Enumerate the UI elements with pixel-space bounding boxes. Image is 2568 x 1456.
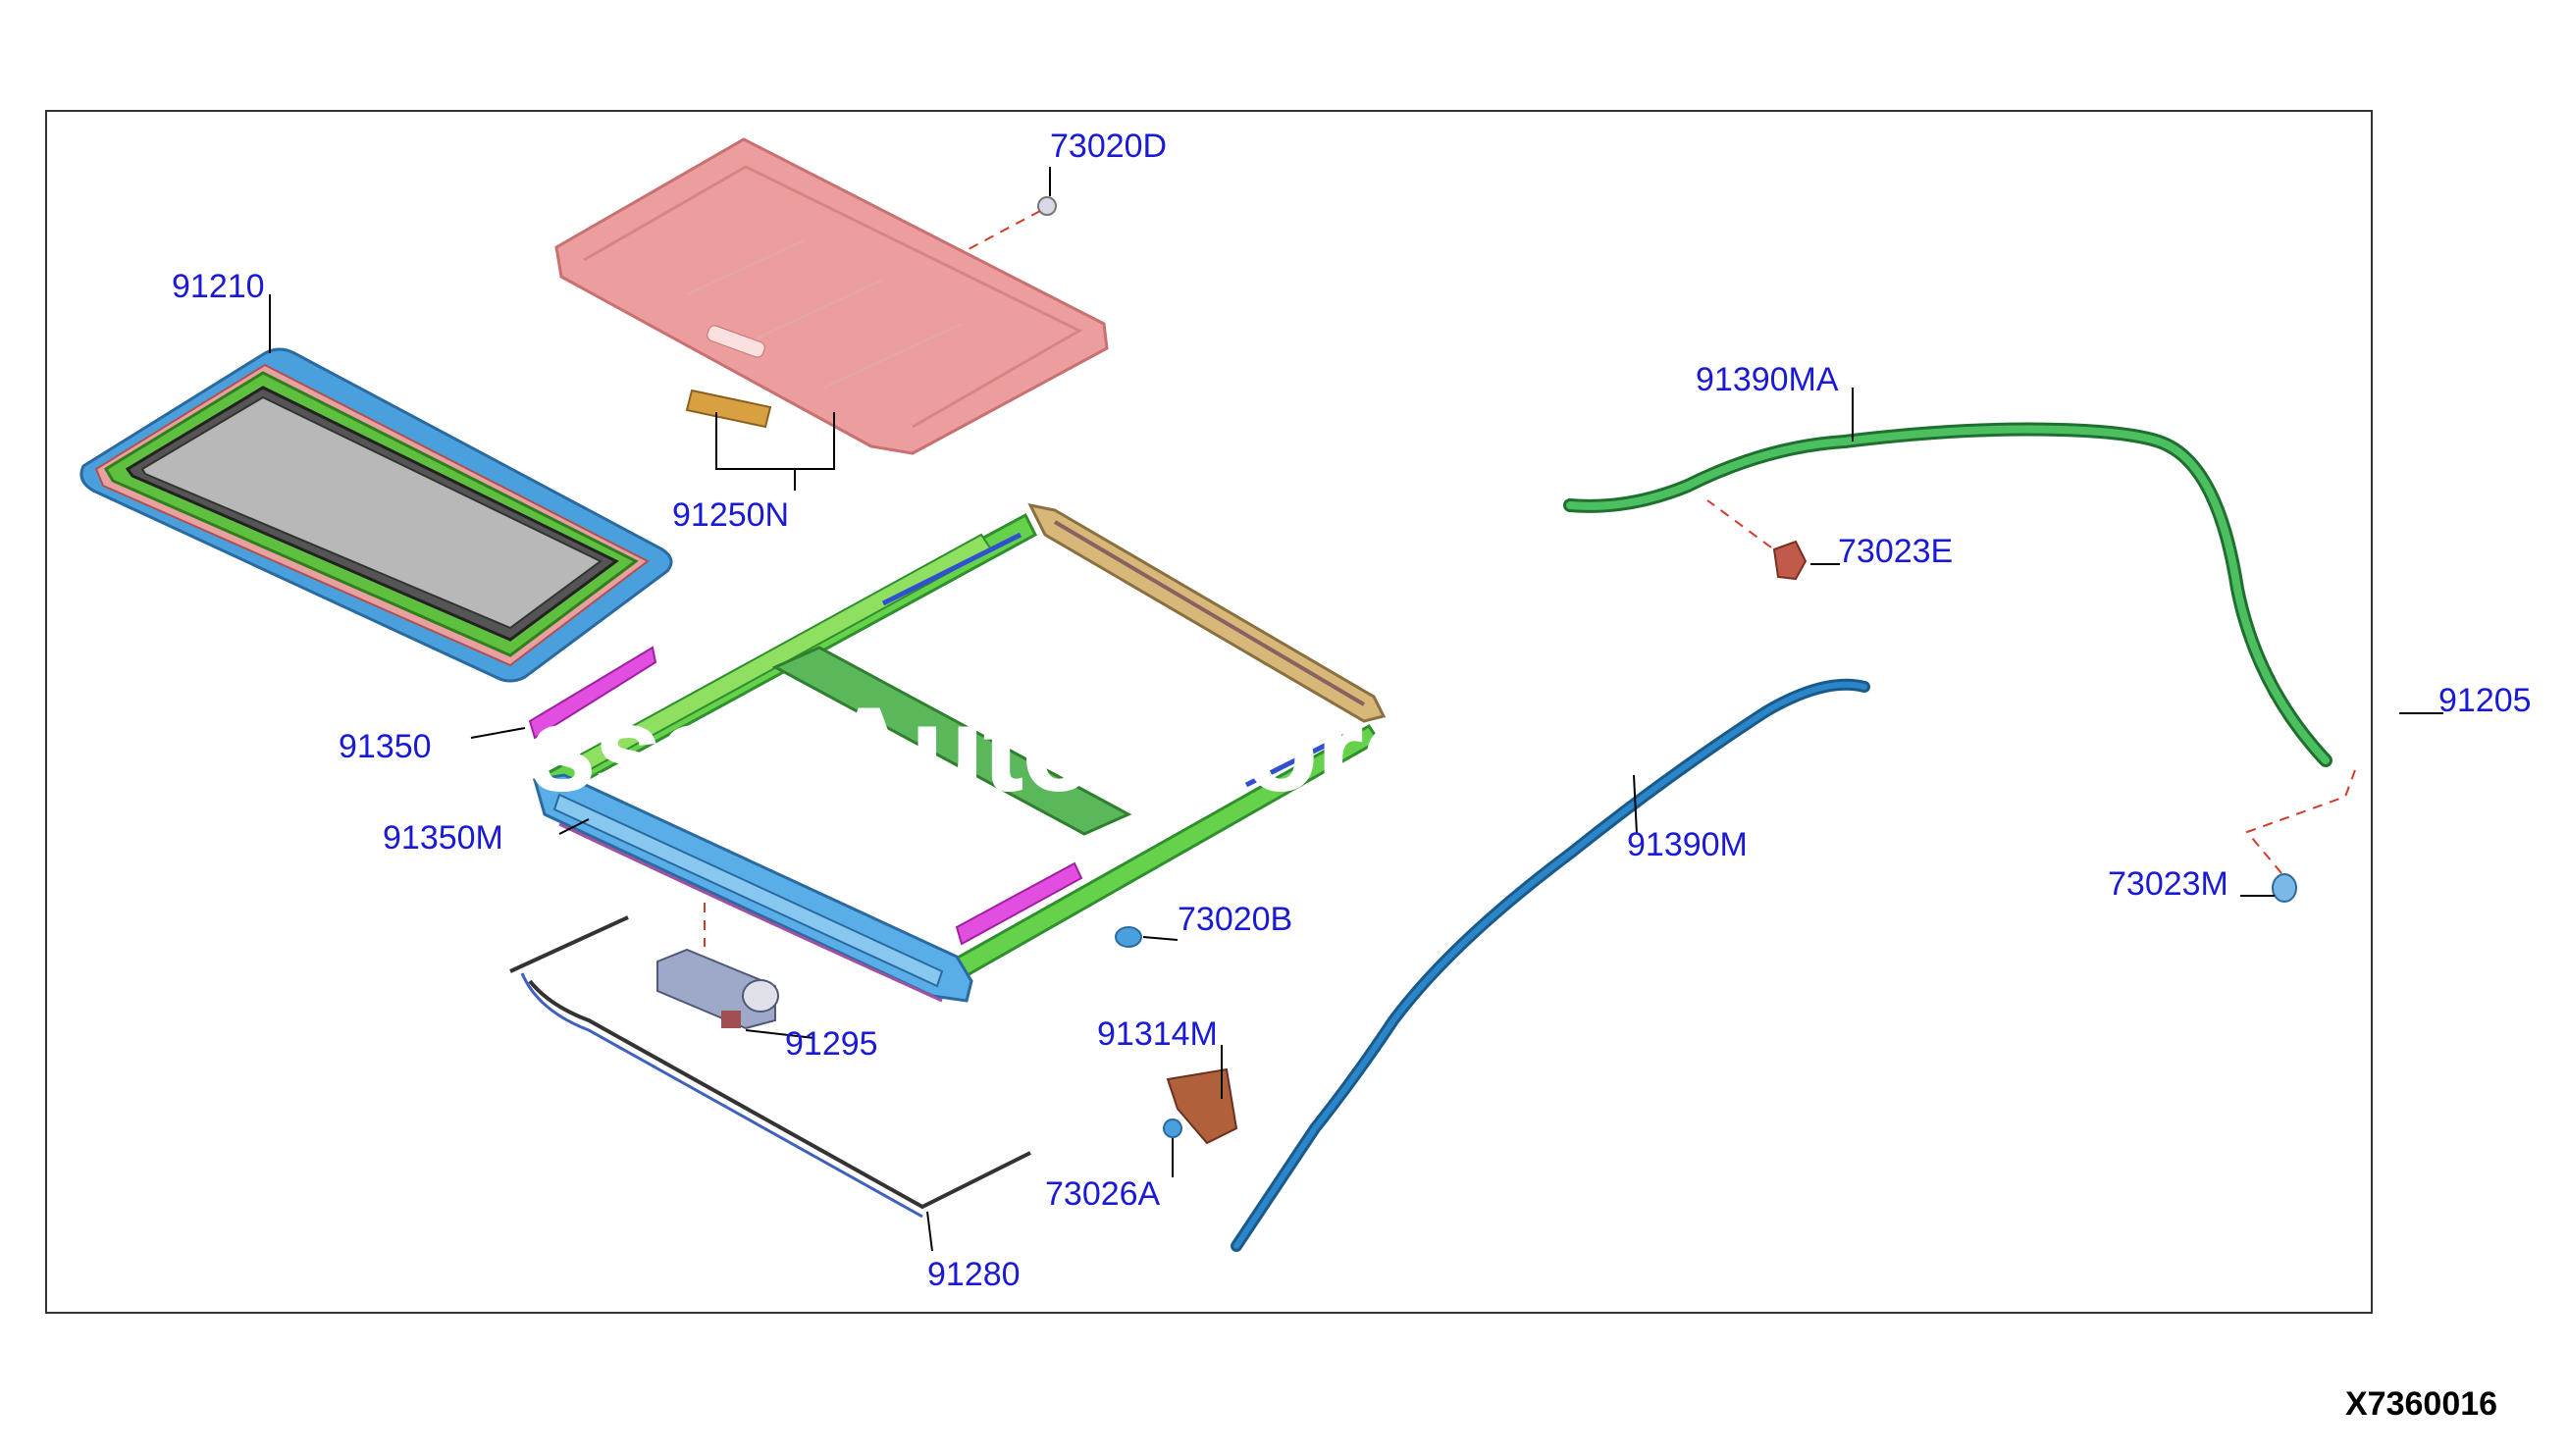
label-91350: 91350 [339, 728, 432, 765]
bracket-91314m[interactable] [1166, 1067, 1238, 1145]
label-73020d: 73020D [1050, 128, 1167, 165]
screw-73026a[interactable] [1163, 1118, 1182, 1138]
sunshade-handle-91250n[interactable] [685, 389, 772, 429]
drain-hose-91390ma[interactable] [1563, 422, 2332, 767]
label-91205: 91205 [2438, 682, 2532, 719]
label-91250n: 91250N [672, 496, 789, 534]
glass-lid-91210[interactable] [79, 347, 673, 683]
sunroof-frame-91350m[interactable] [532, 502, 1387, 1003]
clip-73020b[interactable] [1115, 926, 1142, 948]
sunshade-panel[interactable] [554, 137, 1109, 455]
label-91280: 91280 [927, 1256, 1021, 1293]
label-91314m: 91314M [1097, 1015, 1218, 1053]
watermark-text: Nissan Auto Store [412, 684, 1429, 815]
label-91390ma: 91390MA [1696, 361, 1839, 398]
clip-73023e[interactable] [1706, 499, 1808, 581]
weatherstrip-91280[interactable] [509, 915, 1031, 1219]
label-73023e: 73023E [1838, 533, 1953, 570]
label-91295: 91295 [785, 1025, 878, 1063]
label-91350m: 91350M [383, 819, 503, 857]
label-73020b: 73020B [1178, 901, 1292, 938]
sunroof-motor-91295[interactable] [656, 903, 779, 1030]
diagram-border [45, 110, 2373, 1314]
label-73026a: 73026A [1045, 1175, 1161, 1213]
wind-deflector-91350[interactable] [528, 646, 657, 740]
clip-73023m[interactable] [2245, 769, 2356, 903]
drawing-reference-id: X7360016 [2345, 1385, 2497, 1423]
clip-73020d[interactable] [966, 196, 1057, 251]
label-91210: 91210 [172, 268, 265, 305]
drain-hose-91390m[interactable] [1231, 678, 1870, 1252]
label-91390m: 91390M [1627, 826, 1748, 863]
label-73023m: 73023M [2108, 865, 2228, 903]
leader-lines [269, 167, 2443, 1252]
